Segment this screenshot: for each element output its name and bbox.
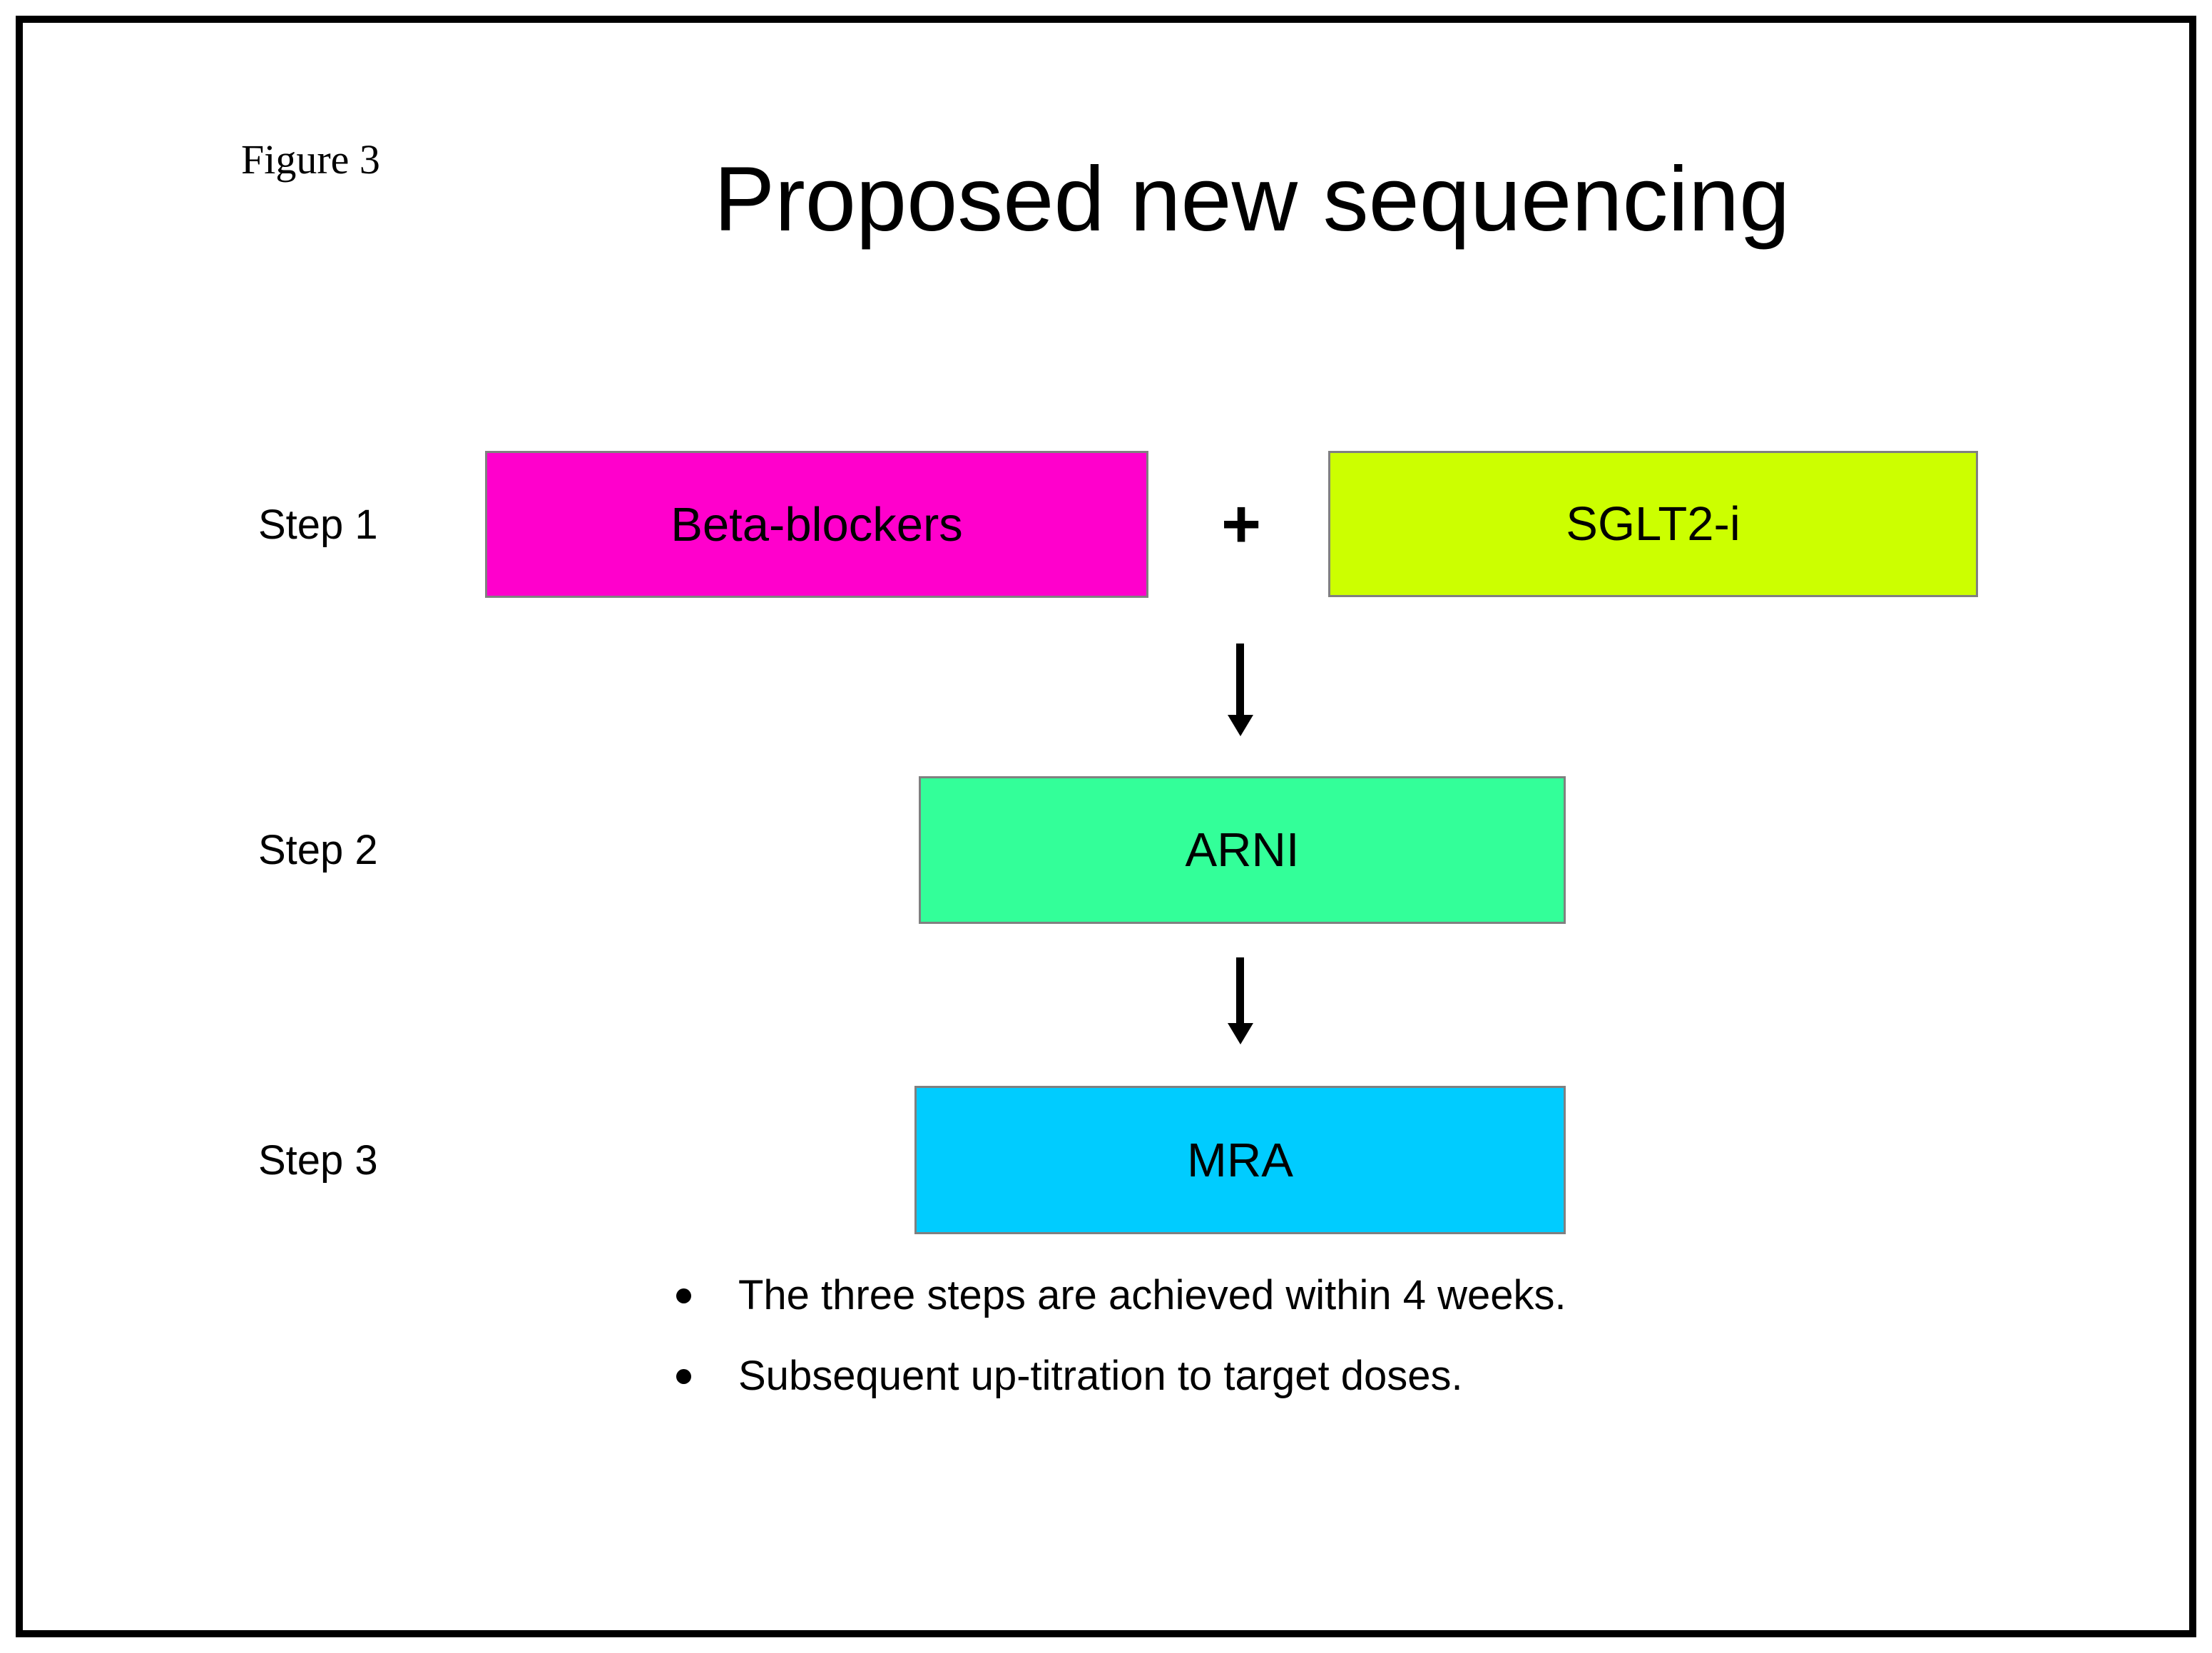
notes-list: The three steps are achieved within 4 we… <box>671 1271 1883 1433</box>
note-text: The three steps are achieved within 4 we… <box>738 1272 1566 1318</box>
step-3-label: Step 3 <box>258 1086 378 1234</box>
mra-box-label: MRA <box>1187 1133 1293 1187</box>
plus-sign: + <box>1220 486 1262 562</box>
step-2-label-text: Step 2 <box>258 827 378 873</box>
list-item: The three steps are achieved within 4 we… <box>671 1271 1883 1319</box>
step-1-label: Step 1 <box>258 451 378 598</box>
step-1-label-text: Step 1 <box>258 501 378 548</box>
figure-label: Figure 3 <box>241 136 380 183</box>
page-title: Proposed new sequencing <box>713 148 1790 250</box>
arrow-head <box>1228 1023 1253 1044</box>
arrow-shaft <box>1236 644 1244 716</box>
bullet-icon <box>676 1369 691 1384</box>
sglt2i-box: SGLT2-i <box>1328 451 1978 597</box>
bullet-icon <box>676 1288 691 1303</box>
sglt2i-box-label: SGLT2-i <box>1566 497 1740 551</box>
slide-frame <box>16 16 2196 1637</box>
beta-blockers-box: Beta-blockers <box>485 451 1148 598</box>
arni-box: ARNI <box>919 776 1566 924</box>
list-item: Subsequent up-titration to target doses. <box>671 1352 1883 1400</box>
note-text: Subsequent up-titration to target doses. <box>738 1353 1463 1399</box>
step-2-label: Step 2 <box>258 776 378 924</box>
step-3-label-text: Step 3 <box>258 1136 378 1184</box>
mra-box: MRA <box>914 1086 1566 1234</box>
arrow-head <box>1228 715 1253 736</box>
arrow-shaft <box>1236 957 1244 1024</box>
arni-box-label: ARNI <box>1185 823 1300 877</box>
beta-blockers-box-label: Beta-blockers <box>671 497 963 551</box>
